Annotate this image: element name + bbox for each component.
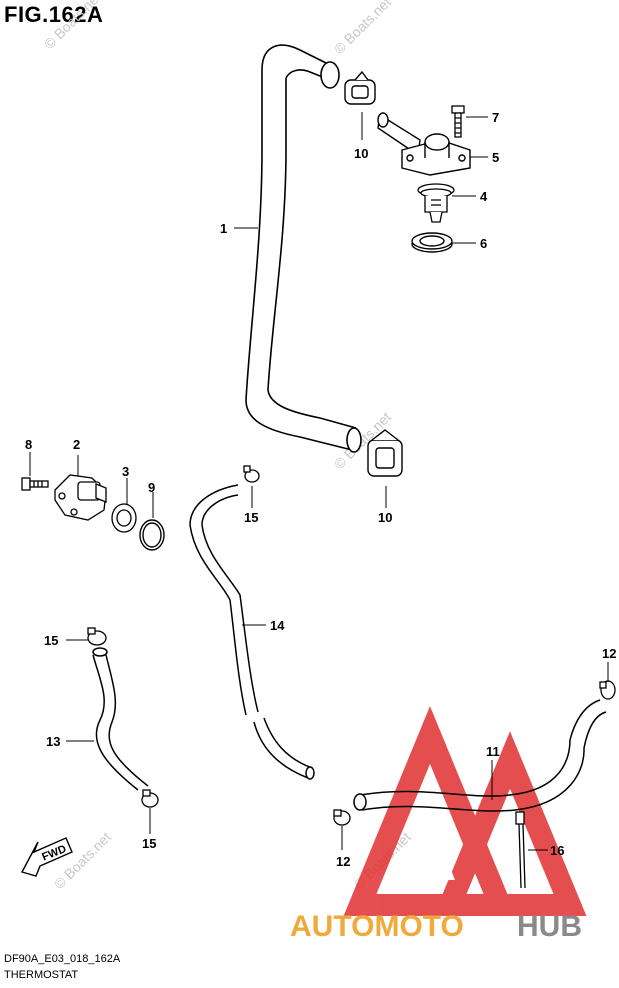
part-15-clamp-a [243, 465, 260, 483]
watermark-text: © Boats.net [51, 829, 114, 892]
callout-13: 13 [46, 734, 60, 749]
part-2-housing [54, 474, 107, 521]
part-12-clamp-left [333, 809, 351, 826]
brand-logo-mark [343, 706, 587, 916]
brand-text-part1: AUTOMOTO [290, 910, 464, 943]
footer-name: THERMOSTAT [4, 969, 79, 981]
part-12-clamp-right [599, 680, 616, 700]
callout-3: 3 [122, 464, 129, 479]
watermark-text: © Boats.net [331, 0, 394, 57]
callout-9: 9 [148, 480, 155, 495]
callout-4: 4 [480, 189, 488, 204]
footer-code: DF90A_E03_018_162A [4, 953, 121, 965]
part-7-bolt [451, 105, 465, 138]
callout-15-left: 15 [44, 633, 58, 648]
part-3-cap [111, 503, 137, 533]
part-8-bolt [21, 477, 49, 491]
leader-lines [29, 112, 609, 851]
callout-15-bottom: 15 [142, 836, 156, 851]
part-9-o-ring [139, 519, 165, 551]
part-10-clamp-top [344, 70, 376, 105]
part-15-clamp-b [87, 627, 107, 646]
callout-10-top: 10 [354, 146, 368, 161]
part-10-clamp-bottom [367, 429, 403, 477]
brand-text-part2: HUB [517, 910, 582, 943]
callout-5: 5 [492, 150, 499, 165]
part-6-seal [411, 232, 453, 253]
callout-16: 16 [550, 843, 564, 858]
part-13-hose [92, 647, 149, 791]
callout-11: 11 [486, 744, 500, 759]
part-15-clamp-c [141, 789, 159, 808]
callout-6: 6 [480, 236, 487, 251]
brand-logo: AUTOMOTO HUB [290, 910, 582, 943]
part-16-cable-tie [515, 811, 526, 889]
part-4-thermostat [417, 183, 455, 223]
part-11-hose [353, 699, 607, 812]
callout-labels: 1 2 3 4 5 6 7 8 9 10 10 11 12 12 13 14 1… [25, 110, 616, 869]
callout-12-right: 12 [602, 646, 616, 661]
callout-7: 7 [492, 110, 499, 125]
callout-15-top: 15 [244, 510, 258, 525]
callout-8: 8 [25, 437, 32, 452]
watermark-text: © Boats.net [41, 0, 104, 52]
part-14-hose [189, 484, 315, 780]
figure-title: FIG.162A [4, 2, 104, 27]
callout-2: 2 [73, 437, 80, 452]
callout-12-left: 12 [336, 854, 350, 869]
callout-10-bottom: 10 [378, 510, 392, 525]
part-5-thermostat-cover [377, 112, 471, 176]
callout-14: 14 [270, 618, 285, 633]
callout-1: 1 [220, 221, 227, 236]
part-1-hose [245, 44, 362, 453]
